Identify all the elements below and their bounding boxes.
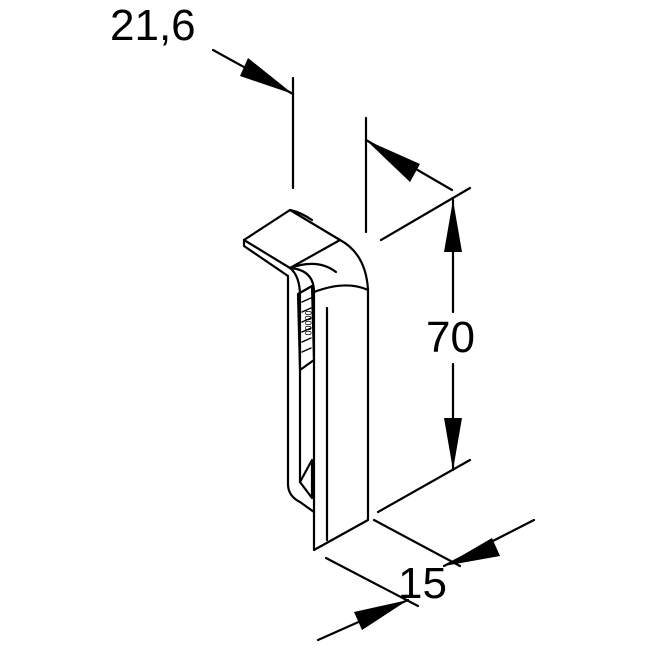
arrowhead-15-left (354, 600, 408, 630)
part-label-text: 00000 (303, 310, 314, 336)
arrowhead-21-6-right (366, 140, 420, 182)
dimension-label-height: 70 (426, 313, 475, 362)
extension-line-bottom-left (324, 556, 420, 608)
arrowhead-21-6-left (240, 58, 293, 94)
dimension-label-depth: 15 (398, 559, 447, 608)
dimension-label-top-width: 21,6 (110, 1, 196, 50)
extension-line-upper (379, 186, 472, 242)
arrowhead-15-right (444, 538, 500, 566)
extension-line-bottom-right (372, 518, 462, 568)
end-cap-part (242, 208, 370, 552)
part-label-stripes (301, 297, 312, 353)
arrowhead-70-top (444, 200, 462, 252)
extension-line-lower (376, 458, 472, 514)
arrowhead-70-bottom (444, 418, 462, 470)
